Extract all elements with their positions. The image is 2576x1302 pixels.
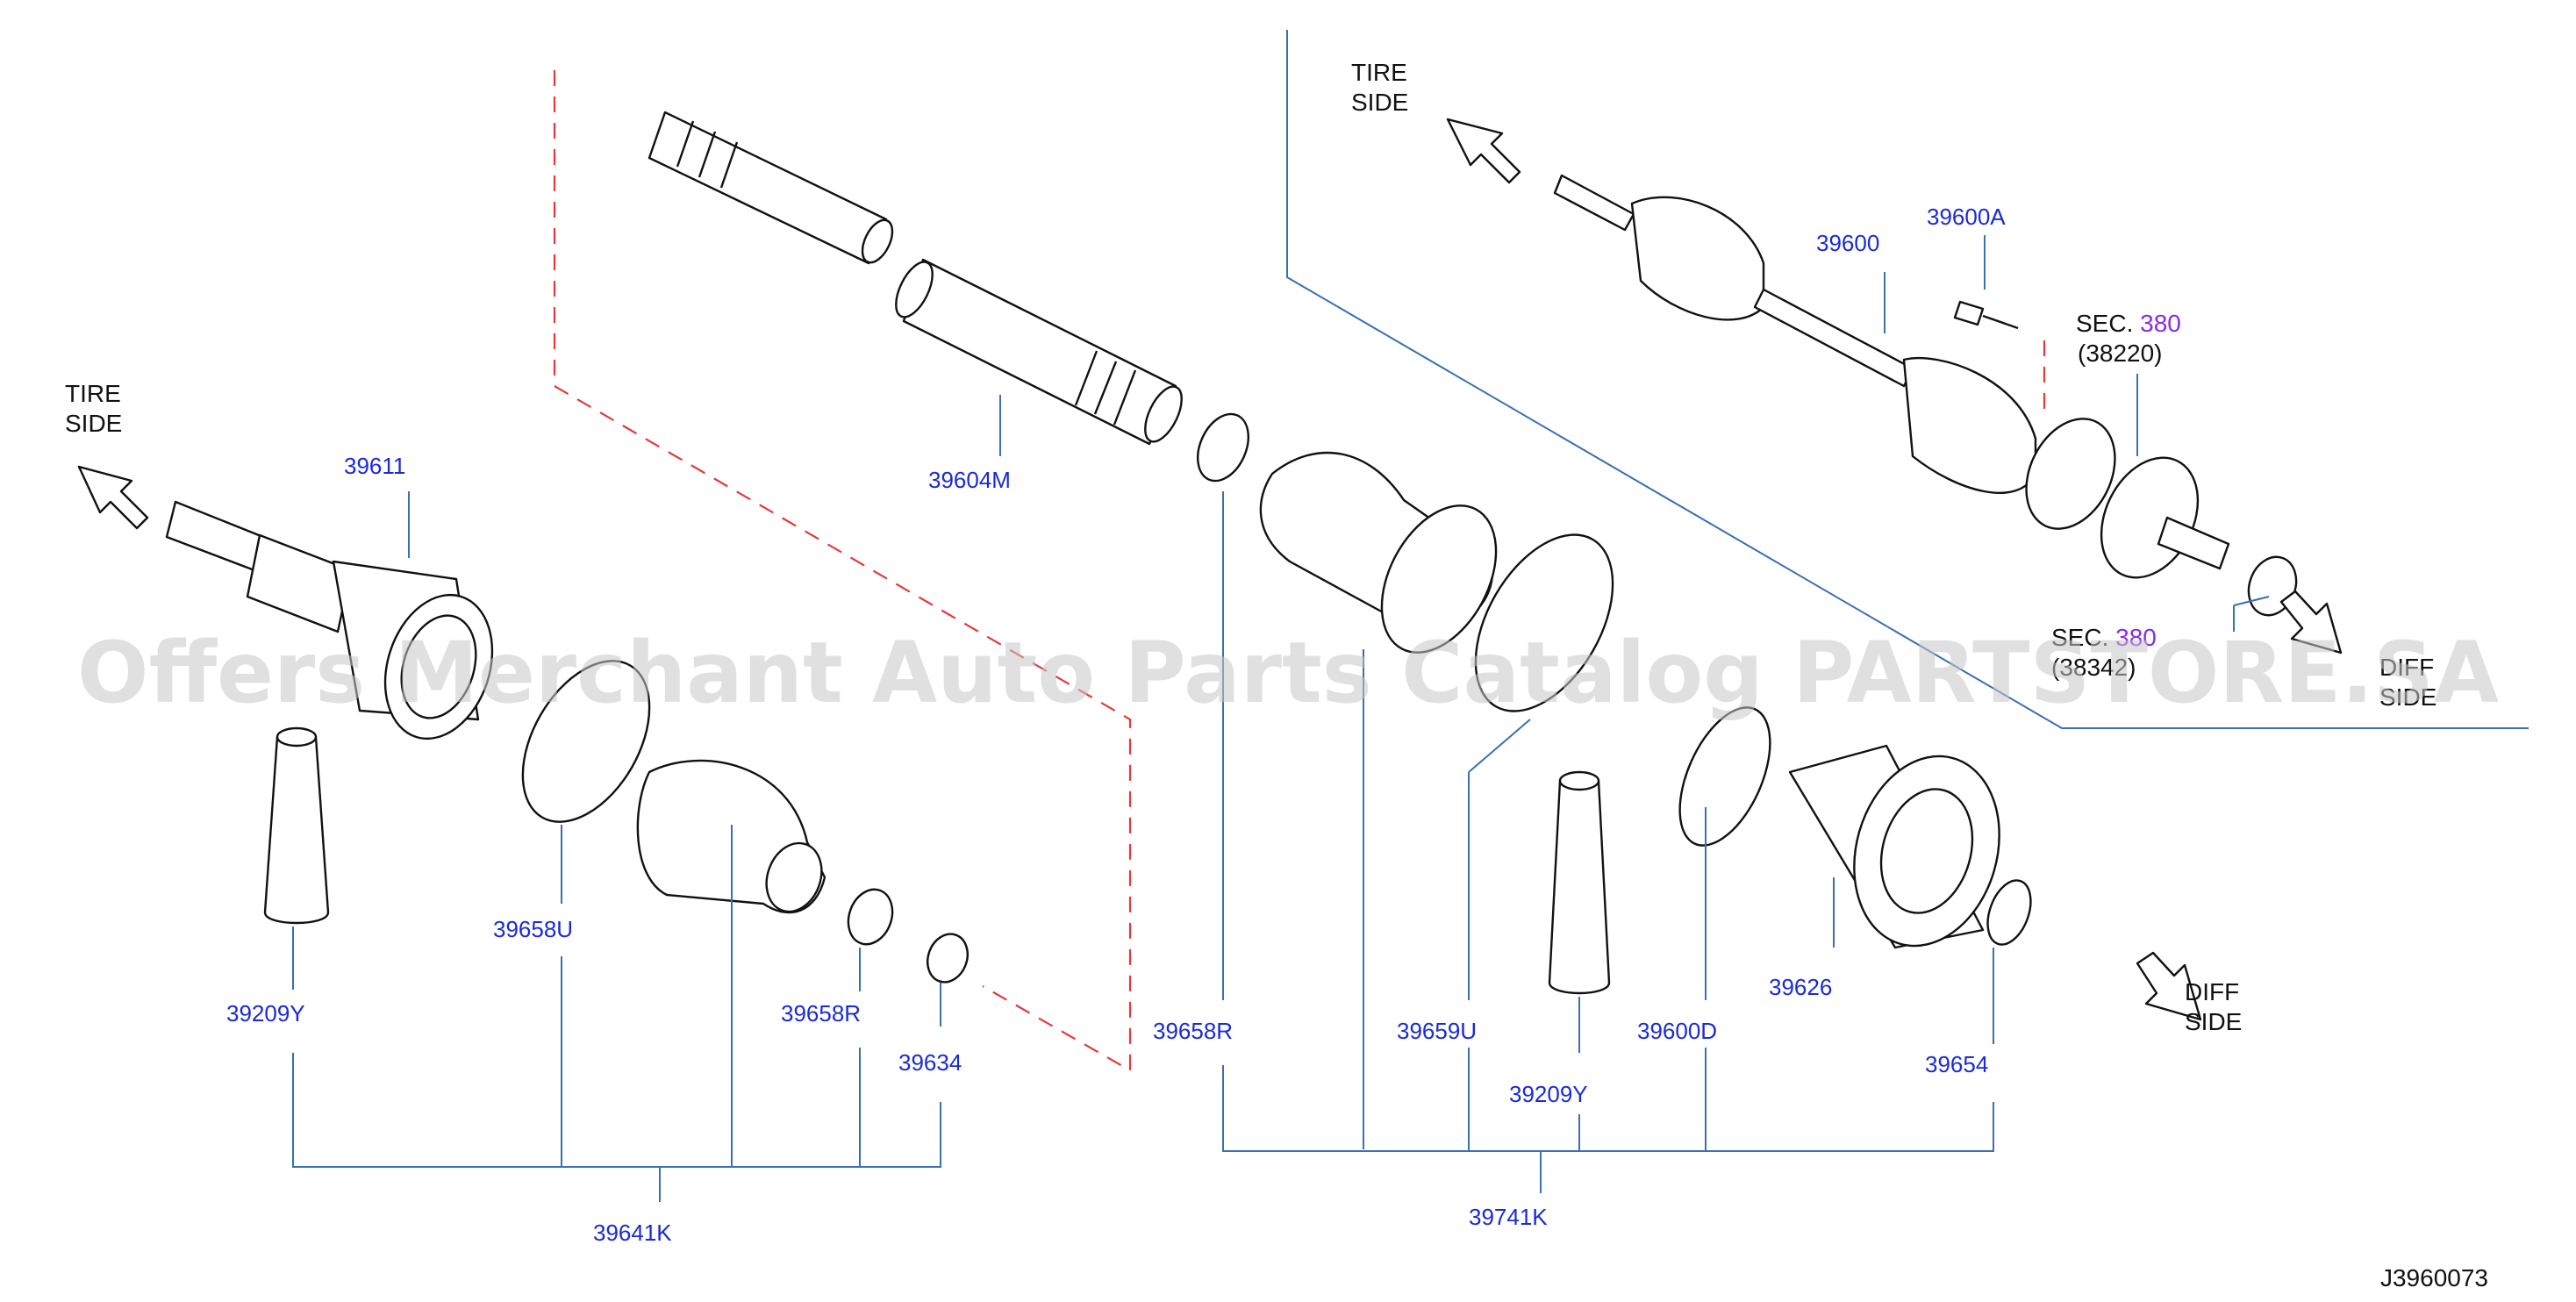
grease-tube-mid: [1548, 770, 1611, 995]
label-39626[interactable]: 39626: [1769, 974, 1832, 1000]
leader-lines: [292, 235, 2270, 1202]
svg-text:SEC. 380: SEC. 380: [2051, 624, 2157, 651]
diff-side-bottom-line1: DIFF: [2185, 978, 2239, 1005]
label-39604M[interactable]: 39604M: [928, 467, 1011, 493]
label-39600[interactable]: 39600: [1816, 230, 1879, 256]
section-ref-38220[interactable]: SEC. 380 (38220): [2076, 310, 2181, 367]
watermark: Offers Merchant Auto Parts Catalog PARTS…: [77, 624, 2499, 722]
label-39634[interactable]: 39634: [898, 1049, 962, 1076]
label-39209Y-left[interactable]: 39209Y: [226, 1000, 305, 1027]
label-39600D[interactable]: 39600D: [1637, 1018, 1717, 1044]
sec2-number[interactable]: 380: [2115, 624, 2157, 651]
snap-ring-left: [927, 933, 969, 984]
label-39654[interactable]: 39654: [1925, 1051, 1988, 1077]
label-39658R-left[interactable]: 39658R: [781, 1000, 861, 1027]
inner-joint-housing: [1788, 744, 2000, 949]
tire-side-top-line2: SIDE: [1351, 89, 1408, 116]
sec-sub: (38220): [2078, 340, 2163, 367]
diff-side-top-line2: SIDE: [2379, 683, 2436, 711]
snap-ring-mid: [1678, 706, 1771, 847]
circlip-mid: [1986, 879, 2032, 946]
diff-side-arrow-top: [2279, 590, 2343, 655]
tire-side-arrow-left: [77, 465, 149, 530]
phantom-shaft-outline: [553, 70, 2046, 1072]
tire-side-arrow-top: [1446, 118, 1521, 184]
large-boot-band-mid: [1474, 533, 1614, 712]
inset-boundary: [1286, 30, 2529, 729]
section-ref-38342[interactable]: SEC. 380 (38342): [2051, 624, 2157, 681]
diff-side-arrow-bottom: [2136, 951, 2202, 1021]
sec2-sub: (38342): [2051, 654, 2136, 681]
diagram-code: J3960073: [2380, 1264, 2488, 1291]
diff-side-bottom-line2: SIDE: [2185, 1008, 2242, 1035]
tire-side-left-line1: TIRE: [65, 380, 121, 407]
label-39600A[interactable]: 39600A: [1927, 204, 2006, 230]
label-39741K[interactable]: 39741K: [1469, 1204, 1548, 1230]
outer-cv-joint: [165, 500, 494, 740]
shaft-lower-piece: [895, 258, 1183, 446]
tire-side-left-line2: SIDE: [65, 410, 122, 437]
driveshaft-assembly: [1553, 174, 2298, 617]
label-39209Y-mid[interactable]: 39209Y: [1509, 1081, 1588, 1107]
sec-number[interactable]: 380: [2140, 310, 2181, 337]
label-39611[interactable]: 39611: [344, 453, 405, 479]
svg-text:SEC. 380: SEC. 380: [2076, 310, 2181, 337]
label-39641K[interactable]: 39641K: [593, 1220, 672, 1246]
diff-side-top-line1: DIFF: [2379, 654, 2434, 681]
small-boot-band-left: [847, 888, 894, 946]
sec-prefix: SEC.: [2076, 310, 2133, 337]
shaft-upper-piece: [648, 111, 894, 265]
sec2-prefix: SEC.: [2051, 624, 2108, 651]
outer-boot: [636, 759, 826, 914]
inner-boot: [1259, 451, 1498, 654]
bolt-39600A: [1953, 300, 2019, 330]
label-39658U[interactable]: 39658U: [493, 916, 573, 942]
label-39659U[interactable]: 39659U: [1397, 1018, 1477, 1044]
tire-side-top-line1: TIRE: [1351, 59, 1407, 86]
small-boot-band-mid: [1197, 412, 1249, 483]
large-boot-band-left: [521, 660, 651, 823]
label-39658R-mid[interactable]: 39658R: [1153, 1018, 1233, 1044]
direction-labels: TIRE SIDE TIRE SIDE DIFF SIDE DIFF SIDE: [65, 59, 2436, 1035]
part-labels: 39611 39604M 39209Y 39658U 39658R 39634 …: [226, 204, 2006, 1246]
grease-tube-left: [263, 726, 330, 925]
